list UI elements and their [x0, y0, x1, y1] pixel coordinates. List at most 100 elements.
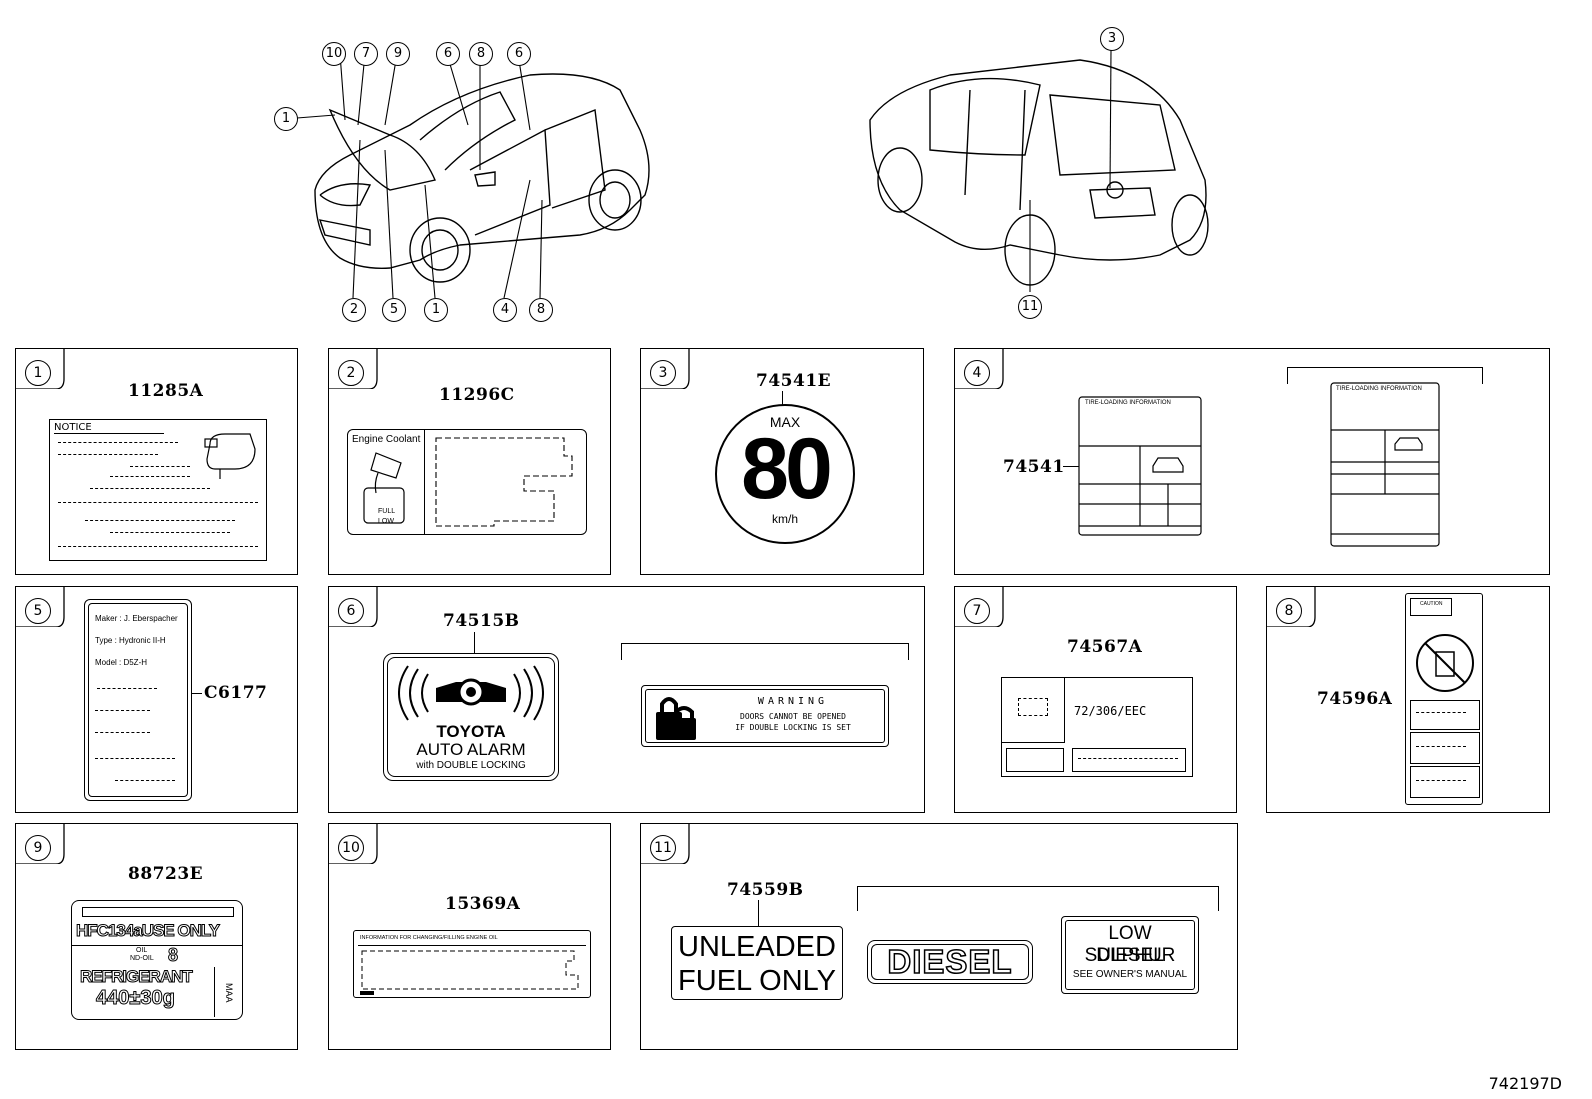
panel-4: 4 74541 TIRE-LOADING INFORMATION TIRE-LO… — [954, 348, 1550, 575]
panel-1: 1 11285A NOTICE — [15, 348, 298, 575]
oil-type: ND-OIL — [130, 955, 154, 962]
panel-number: 2 — [338, 360, 364, 386]
tire-header-b: TIRE-LOADING INFORMATION — [1336, 386, 1422, 392]
heater-maker: Maker : J. Eberspacher — [95, 614, 178, 623]
callout-4: 4 — [493, 298, 517, 322]
reservoir-icon — [204, 433, 256, 479]
refrigerant-label: HFC134aUSE ONLY OIL ND-OIL 8 REFRIGERANT… — [71, 900, 243, 1020]
callout-10: 10 — [322, 42, 346, 66]
caution-label: CAUTION — [1420, 601, 1443, 607]
panel-number: 9 — [25, 835, 51, 861]
panel-number: 11 — [650, 835, 676, 861]
alarm-line1: AUTO ALARM — [416, 740, 526, 759]
notice-label: NOTICE — [54, 422, 164, 434]
low-sulphur-label: LOW SULPHUR DIESEL SEE OWNER'S MANUAL — [1061, 916, 1199, 994]
oil-number: 8 — [167, 945, 179, 966]
alarm-sticker: TOYOTA AUTO ALARM with DOUBLE LOCKING — [383, 653, 559, 781]
low-sulphur-line2: DIESEL — [1096, 945, 1164, 966]
callout-6b: 6 — [507, 42, 531, 66]
tire-header-a: TIRE-LOADING INFORMATION — [1085, 400, 1171, 406]
no-child-seat-icon — [1416, 634, 1474, 692]
heater-type: Type : Hydronic II-H — [95, 636, 166, 645]
alarm-brand: TOYOTA — [436, 722, 506, 741]
callout-8b: 8 — [529, 298, 553, 322]
panel-number: 10 — [338, 835, 364, 861]
oil-label: OIL — [136, 947, 148, 954]
panel-number: 5 — [25, 598, 51, 624]
panel-3: 3 74541E MAX 80 km/h — [640, 348, 924, 575]
unleaded-line1: UNLEADED — [678, 931, 836, 963]
unleaded-line2: FUEL ONLY — [678, 965, 836, 997]
coolant-pour-icon — [363, 452, 405, 524]
warning-title: WARNING — [757, 696, 829, 707]
warning-line2: IF DOUBLE LOCKING IS SET — [735, 723, 851, 732]
part-number: 74541E — [756, 371, 832, 391]
part-number: 11296C — [439, 385, 515, 405]
callout-11: 11 — [1018, 295, 1042, 319]
callout-7: 7 — [354, 42, 378, 66]
part-number: 88723E — [128, 864, 204, 884]
speed-sticker: MAX 80 km/h — [715, 404, 855, 544]
panel-number: 4 — [964, 360, 990, 386]
callout-3: 3 — [1100, 27, 1124, 51]
panel-9: 9 88723E HFC134aUSE ONLY OIL ND-OIL 8 RE… — [15, 823, 298, 1050]
oil-info-text: INFORMATION FOR CHANGING/FILLING ENGINE … — [360, 935, 498, 941]
airbag-warning-label: CAUTION — [1405, 593, 1483, 805]
callout-1a: 1 — [274, 107, 298, 131]
panel-10: 10 15369A INFORMATION FOR CHANGING/FILLI… — [328, 823, 611, 1050]
panel-number: 7 — [964, 598, 990, 624]
unleaded-label: UNLEADED FUEL ONLY — [671, 926, 843, 1000]
part-number: 74596A — [1317, 689, 1393, 709]
tire-label-a — [1078, 396, 1202, 536]
diesel-label: DIESEL — [867, 940, 1033, 984]
lock-icon — [656, 697, 696, 740]
oil-info-label: INFORMATION FOR CHANGING/FILLING ENGINE … — [353, 930, 591, 998]
callout-9: 9 — [386, 42, 410, 66]
warning-sticker: WARNING DOORS CANNOT BE OPENED IF DOUBLE… — [641, 685, 889, 747]
panel-number: 6 — [338, 598, 364, 624]
panel-6: 6 74515B TOYOTA AUTO ALARM with DOUBLE L… — [328, 586, 925, 813]
panel-number: 1 — [25, 360, 51, 386]
callout-6a: 6 — [436, 42, 460, 66]
speed-unit: km/h — [771, 512, 798, 526]
panel-2: 2 11296C Engine Coolant FULL LOW — [328, 348, 611, 575]
speed-value: 80 — [741, 421, 833, 517]
tire-label-b — [1330, 382, 1440, 547]
panel-8: 8 CAUTION 74596A — [1266, 586, 1550, 813]
part-number: 15369A — [445, 894, 521, 914]
panel-7: 7 74567A 72/306/EEC — [954, 586, 1237, 813]
panel-5: 5 Maker : J. Eberspacher Type : Hydronic… — [15, 586, 298, 813]
part-number: 74567A — [1067, 637, 1143, 657]
part-number: 74541 — [1003, 457, 1065, 477]
low-sulphur-line1: LOW SULPHUR — [1084, 923, 1176, 966]
front-car-illustration — [296, 53, 650, 299]
directive-text: 72/306/EEC — [1074, 704, 1147, 718]
low-mark: LOW — [378, 518, 394, 525]
part-number: 11285A — [128, 381, 204, 401]
heater-model: Model : D5Z-H — [95, 658, 148, 667]
panel-11: 11 74559B UNLEADED FUEL ONLY DIESEL LOW … — [640, 823, 1238, 1050]
car-alarm-icon — [398, 665, 544, 721]
callout-5: 5 — [382, 298, 406, 322]
alarm-line2: with DOUBLE LOCKING — [416, 760, 526, 771]
rear-car-illustration — [869, 49, 1209, 292]
side-code: MAA — [224, 983, 234, 1003]
callout-1b: 1 — [424, 298, 448, 322]
coolant-title: Engine Coolant — [352, 434, 421, 445]
warning-line1: DOORS CANNOT BE OPENED — [740, 712, 846, 721]
part-number: 74515B — [443, 611, 520, 631]
part-number: C6177 — [204, 683, 268, 703]
refrigerant-amount: 440±30g — [96, 987, 176, 1010]
refrigerant-text: REFRIGERANT — [80, 967, 194, 987]
callout-2: 2 — [342, 298, 366, 322]
diagram-code: 742197D — [1488, 1074, 1562, 1093]
full-mark: FULL — [378, 508, 396, 515]
panel-number: 8 — [1276, 598, 1302, 624]
diesel-text: DIESEL — [887, 942, 1013, 981]
max-label: MAX — [769, 414, 801, 430]
panel-number: 3 — [650, 360, 676, 386]
hfc-text: HFC134aUSE ONLY — [75, 921, 220, 941]
callout-8a: 8 — [469, 42, 493, 66]
low-sulphur-line3: SEE OWNER'S MANUAL — [1072, 969, 1188, 980]
part-number: 74559B — [727, 880, 804, 900]
